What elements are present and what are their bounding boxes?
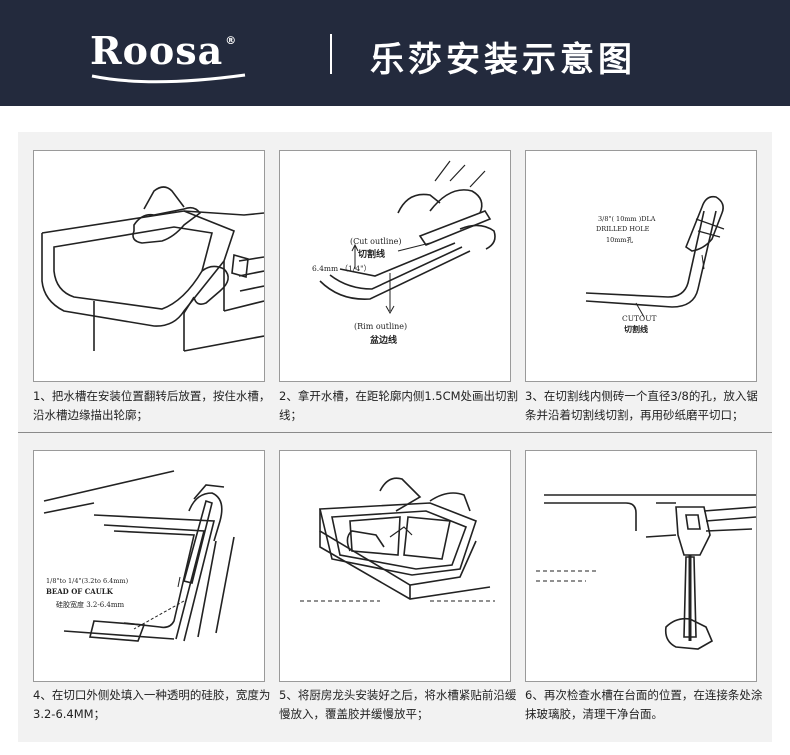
step-5-illustration [279,450,511,682]
logo-swoosh-icon [91,73,246,84]
brand-name: Roosa [90,28,224,73]
caulk-size-label: 1/8"to 1/4"(3.2to 6.4mm) [46,577,129,585]
caulk-width-label: 硅胶宽度 3.2-6.4mm [56,600,124,609]
header-divider [330,34,332,74]
cut-outline-en: (Cut outline) [350,237,401,246]
row-divider [18,432,772,433]
registered-mark: ® [225,34,238,47]
brand-logo: Roosa® [90,28,237,73]
step-5-caption: 5、将厨房龙头安装好之后，将水槽紧贴前沿缓慢放入，覆盖胶并缓慢放平； [279,688,517,721]
drill-hole-drawing: 3/8"( 10mm )DLA DRILLED HOLE 10mm孔 CUTOU… [585,195,725,334]
step-3-caption: 3、在切割线内侧砖一个直径3/8的孔，放入锯条并沿着切割线切割，再用砂纸磨平切口… [525,389,758,422]
step-2-caption: 2、拿开水槽，在距轮廓内侧1.5CM处画出切割线； [279,389,519,422]
measure-label: 6.4mm （1/4"） [312,264,371,273]
cutout-label-en: CUTOUT [622,314,657,323]
cut-outline-drawing: (Cut outline) 切割线 6.4mm （1/4"） (Rim outl… [312,160,496,346]
page-title: 乐莎安装示意图 [370,40,636,80]
step-1-caption: 1、把水槽在安装位置翻转后放置，按住水槽，沿水槽边缘描出轮廓； [33,389,271,422]
step-6-illustration [525,450,757,682]
place-sink-drawing [300,477,495,602]
hole-label-1: 3/8"( 10mm )DLA [598,215,656,223]
hole-label-2: DRILLED HOLE [596,225,650,233]
sink-trace-drawing [41,186,264,352]
seal-check-drawing [536,494,756,650]
step-4-illustration: 1/8"to 1/4"(3.2to 6.4mm) BEAD OF CAULK 硅… [33,450,265,682]
hole-label-3: 10mm孔 [606,236,634,244]
rim-outline-zh: 盆边线 [369,334,397,346]
cutout-label-zh: 切割线 [624,324,648,334]
step-1-illustration [33,150,265,382]
header-bar: Roosa® 乐莎安装示意图 [0,0,790,106]
caulk-drawing: 1/8"to 1/4"(3.2to 6.4mm) BEAD OF CAULK 硅… [43,470,235,642]
step-6-caption: 6、再次检查水槽在台面的位置，在连接条处涂抹玻璃胶，清理干净台面。 [525,688,763,721]
rim-outline-en: (Rim outline) [354,322,407,331]
step-2-illustration: (Cut outline) 切割线 6.4mm （1/4"） (Rim outl… [279,150,511,382]
step-3-illustration: 3/8"( 10mm )DLA DRILLED HOLE 10mm孔 CUTOU… [525,150,757,382]
cut-outline-zh: 切割线 [358,248,385,260]
bead-label: BEAD OF CAULK [46,587,114,596]
step-4-caption: 4、在切口外侧处填入一种透明的硅胶，宽度为3.2-6.4MM； [33,688,271,721]
